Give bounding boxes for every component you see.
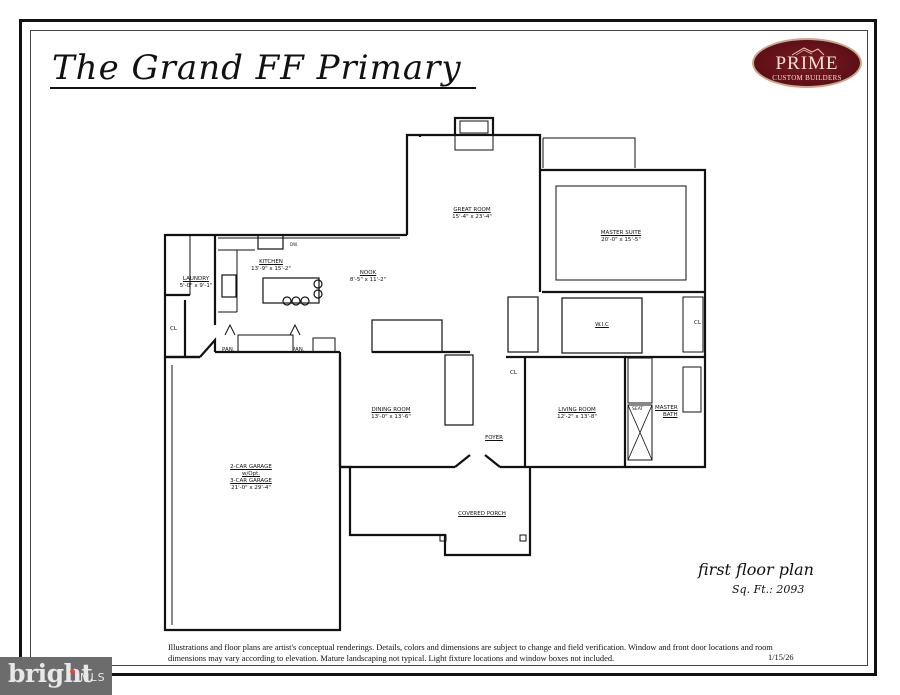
title-underline	[50, 87, 476, 89]
room-name-line1: 2-CAR GARAGE	[230, 464, 272, 470]
room-name: KITCHEN	[259, 259, 283, 265]
plan-date: 1/15/26	[768, 653, 794, 662]
room-name: LAUNDRY	[182, 276, 210, 282]
room-name: NOOK	[359, 270, 377, 276]
room-name-line3: 3-CAR GARAGE	[230, 478, 272, 484]
room-name: FOYER	[485, 435, 503, 441]
disclaimer-text: Illustrations and floor plans are artist…	[168, 643, 773, 663]
bright-mls-watermark: bright MLS	[0, 657, 112, 695]
room-name-line2: BATH	[663, 412, 678, 418]
watermark-brand: bright	[8, 659, 93, 688]
pantry-label-right: PAN.	[292, 347, 305, 353]
room-master-suite: MASTER SUITE 20'-0" x 15'-5"	[601, 230, 641, 244]
room-nook: NOOK 8'-5" x 11'-2"	[350, 270, 386, 284]
room-laundry: LAUNDRY 5'-0" x 9'-1"	[180, 276, 213, 290]
roof-icon	[791, 47, 825, 56]
pantry-label-left: PAN.	[222, 347, 235, 353]
watermark-suffix: MLS	[80, 671, 106, 684]
builder-logo: PRIME CUSTOM BUILDERS	[752, 38, 862, 88]
room-name: W.I.C	[595, 322, 609, 328]
room-dimensions: 21'-0" x 29'-4"	[231, 485, 271, 491]
outer-border	[19, 19, 877, 676]
inner-border	[30, 30, 868, 666]
seat-label: SEAT	[632, 407, 644, 412]
watermark-dot-icon	[70, 669, 75, 674]
room-name-line1: MASTER	[655, 405, 678, 411]
room-name: GREAT ROOM	[453, 207, 491, 213]
room-dimensions: 13'-9" x 15'-2"	[251, 266, 291, 272]
room-dimensions: 15'-4" x 23'-4"	[452, 214, 492, 220]
square-footage: Sq. Ft.: 2093	[732, 583, 805, 596]
room-dimensions: 8'-5" x 11'-2"	[349, 277, 387, 283]
room-name: DINING ROOM	[371, 407, 411, 413]
room-garage: 2-CAR GARAGE w/Opt. 3-CAR GARAGE 21'-0" …	[230, 464, 272, 492]
room-living-room: LIVING ROOM 12'-2" x 13'-8"	[557, 407, 597, 421]
closet-label-master: CL	[694, 320, 701, 326]
room-dimensions: 12'-2" x 13'-8"	[557, 414, 597, 420]
room-dimensions: 20'-0" x 15'-5"	[601, 237, 641, 243]
room-dining-room: DINING ROOM 13'-0" x 13'-6"	[371, 407, 411, 421]
plan-title: The Grand FF Primary	[52, 48, 462, 88]
room-wic: W.I.C	[595, 322, 609, 329]
room-dimensions: 13'-0" x 13'-6"	[371, 414, 411, 420]
room-foyer: FOYER	[485, 435, 503, 442]
room-covered-porch: COVERED PORCH	[458, 511, 506, 518]
room-name: COVERED PORCH	[458, 511, 506, 517]
plan-caption: first floor plan	[698, 560, 814, 579]
room-master-bath: MASTER BATH	[655, 405, 678, 419]
closet-label-foyer: CL	[510, 370, 517, 376]
dishwasher-label: DW.	[290, 242, 298, 247]
room-name: MASTER SUITE	[600, 230, 642, 236]
logo-name: PRIME	[775, 53, 839, 74]
room-dimensions: 5'-0" x 9'-1"	[179, 283, 213, 289]
room-name: LIVING ROOM	[558, 407, 596, 413]
room-name-line2: w/Opt.	[241, 471, 261, 477]
room-great-room: GREAT ROOM 15'-4" x 23'-4"	[452, 207, 492, 221]
closet-label-laundry: CL	[170, 326, 177, 332]
logo-subtitle: CUSTOM BUILDERS	[772, 74, 842, 82]
room-kitchen: KITCHEN 13'-9" x 15'-2"	[251, 259, 291, 273]
